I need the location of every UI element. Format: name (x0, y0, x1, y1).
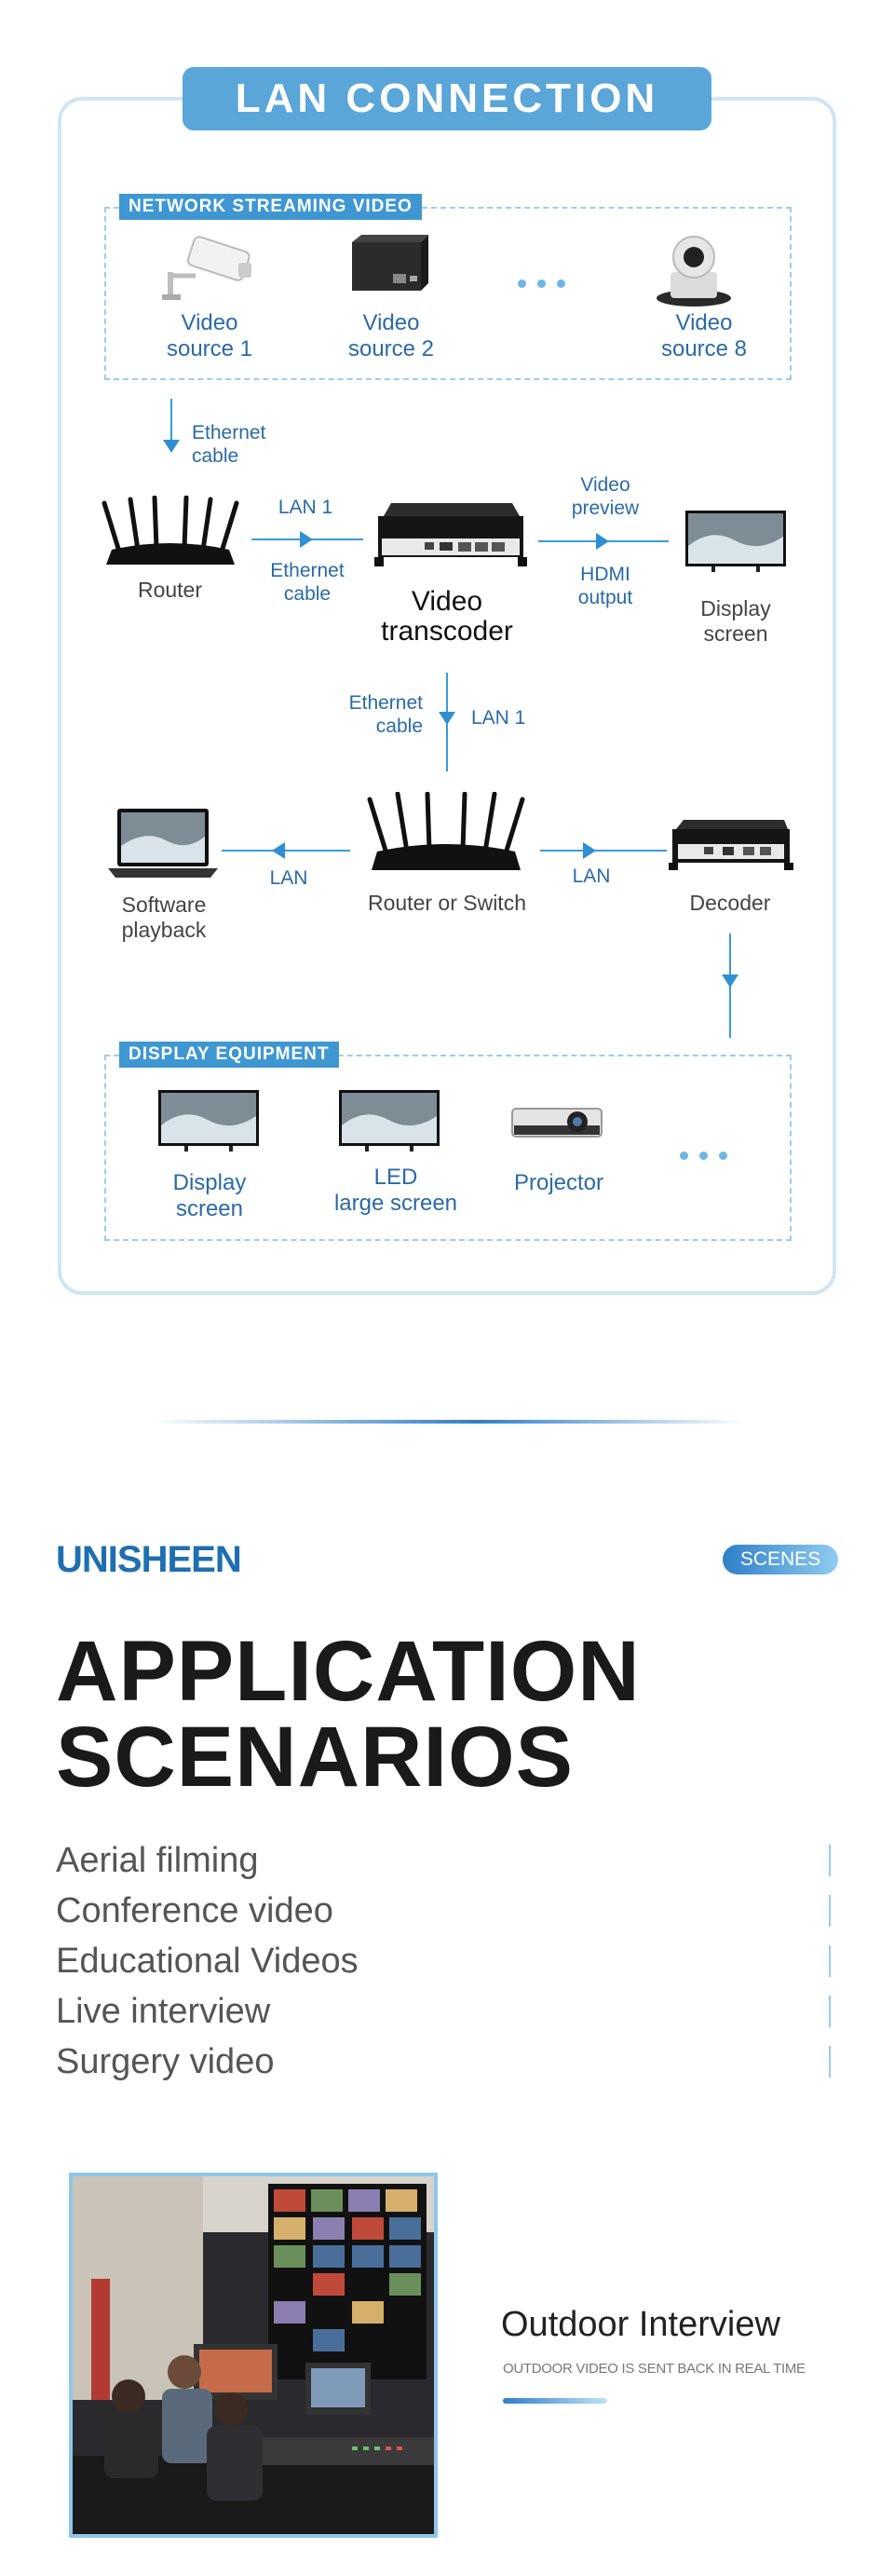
software-playback-label: Software playback (89, 893, 238, 943)
arrow-left-icon (272, 842, 285, 859)
led-screen-label: LED large screen (307, 1165, 484, 1217)
scenes-badge: SCENES (723, 1545, 838, 1574)
scenario-tick (829, 1945, 831, 1977)
video-preview-label: Video preview (549, 473, 661, 520)
scenario-tick (829, 1845, 831, 1876)
display-line1: Display (135, 1170, 284, 1196)
ethernet-down-line1: Ethernet (326, 691, 423, 715)
connector-line (222, 850, 350, 852)
hdmi-output-label: HDMI output (549, 563, 661, 609)
router-switch-label: Router or Switch (335, 891, 559, 916)
scenario-tick (829, 1996, 831, 2027)
ethernet-down-line2: cable (326, 715, 423, 738)
source-2-line1: Video (317, 310, 466, 336)
arrow-right-icon (583, 842, 596, 859)
scenario-item: Conference video (56, 1888, 333, 1934)
security-camera-icon (158, 233, 261, 307)
ptz-camera-icon (652, 231, 736, 309)
display-line2: screen (135, 1196, 284, 1222)
display-screen-icon (156, 1088, 261, 1153)
projector-label: Projector (494, 1170, 624, 1196)
section-divider (149, 1420, 745, 1424)
arrow-right-icon (596, 533, 609, 550)
laptop-icon (108, 807, 218, 881)
router-icon (101, 496, 240, 570)
arrow-down-icon (722, 975, 738, 988)
ethernet-mid-line2: cable (251, 582, 363, 606)
arrow-right-icon (300, 531, 313, 548)
video-transcoder-icon (371, 499, 527, 579)
transcoder-line2: transcoder (354, 617, 540, 647)
hdmi-output-line2: output (549, 586, 661, 609)
display-screen-label: Display screen (135, 1170, 284, 1222)
software-line1: Software (89, 893, 238, 918)
led-screen-icon (337, 1088, 441, 1153)
display-screen-icon (684, 509, 788, 574)
scenario-tick (829, 1895, 831, 1927)
source-2-line2: source 2 (317, 336, 466, 362)
lan1-label-top: LAN 1 (259, 496, 352, 519)
source-8-line2: source 8 (630, 336, 779, 362)
scenario-item: Surgery video (56, 2038, 274, 2085)
title-line2: SCENARIOS (56, 1714, 641, 1800)
control-room-illustration (73, 2176, 434, 2534)
feature-subtitle: OUTDOOR VIDEO IS SENT BACK IN REAL TIME (503, 2361, 806, 2377)
display-equipment-tag: DISPLAY EQUIPMENT (119, 1042, 339, 1068)
source-8-line1: Video (630, 310, 779, 336)
ethernet-cable-label-top: Ethernet cable (192, 421, 265, 468)
arrow-down-icon (163, 440, 180, 453)
source-1-line1: Video (135, 310, 284, 336)
display-screen-right-label: Display screen (670, 596, 801, 647)
video-preview-line1: Video (549, 473, 661, 497)
scenario-item: Live interview (56, 1988, 270, 2035)
brand-logo: UNISHEEN (56, 1539, 241, 1581)
page-title: APPLICATION SCENARIOS (56, 1629, 641, 1800)
lan-left-label: LAN (242, 866, 335, 890)
scenario-tick (829, 2046, 831, 2078)
ethernet-cable-label-down: Ethernet cable (326, 691, 423, 738)
led-line1: LED (307, 1165, 484, 1191)
lan-right-label: LAN (549, 865, 633, 888)
source-8-label: Video source 8 (630, 310, 779, 362)
router-label: Router (102, 578, 237, 603)
projector-icon (508, 1101, 605, 1142)
video-preview-line2: preview (549, 497, 661, 520)
more-displays-ellipsis-icon (674, 1148, 733, 1165)
connector-line (540, 850, 667, 852)
more-sources-ellipsis-icon (512, 276, 571, 293)
display-right-line2: screen (670, 621, 801, 647)
feature-title: Outdoor Interview (501, 2305, 780, 2345)
decoder-icon (667, 820, 793, 876)
scenario-item: Aerial filming (56, 1837, 259, 1884)
network-streaming-tag: NETWORK STREAMING VIDEO (119, 194, 422, 220)
scenario-item: Educational Videos (56, 1938, 359, 1984)
title-line1: APPLICATION (56, 1629, 641, 1714)
section-title: LAN CONNECTION (183, 67, 711, 130)
encoder-device-icon (343, 235, 430, 304)
led-line2: large screen (307, 1191, 484, 1217)
display-right-line1: Display (670, 596, 801, 621)
source-2-label: Video source 2 (317, 310, 466, 362)
video-transcoder-label: Video transcoder (354, 587, 540, 647)
ethernet-top-line2: cable (192, 444, 265, 468)
arrow-down-icon (439, 712, 455, 725)
feature-accent-bar (503, 2398, 607, 2404)
ethernet-mid-line1: Ethernet (251, 559, 363, 582)
decoder-label: Decoder (665, 891, 795, 916)
transcoder-line1: Video (354, 587, 540, 617)
router-switch-icon (366, 792, 526, 876)
software-line2: playback (89, 918, 238, 943)
hdmi-output-line1: HDMI (549, 563, 661, 586)
ethernet-top-line1: Ethernet (192, 421, 265, 444)
source-1-line2: source 1 (135, 336, 284, 362)
lan1-label-down: LAN 1 (471, 706, 525, 729)
control-room-photo (69, 2173, 438, 2538)
source-1-label: Video source 1 (135, 310, 284, 362)
ethernet-cable-label-mid: Ethernet cable (251, 559, 363, 606)
